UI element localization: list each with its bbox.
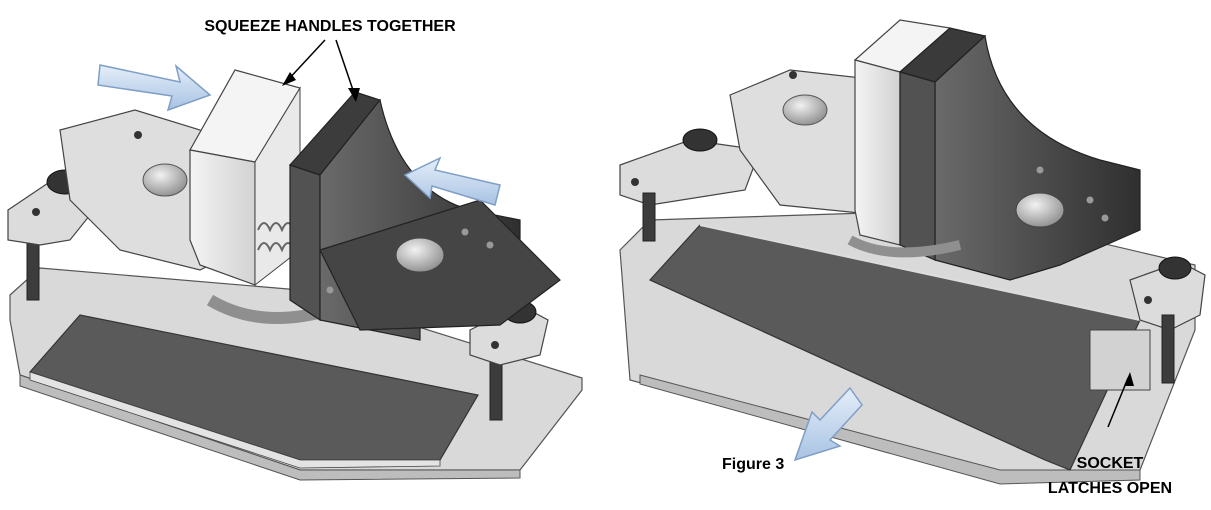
right-latch-knob-left (682, 128, 718, 152)
left-arrow-push-left (403, 156, 501, 206)
right-dark-handle-curve (934, 34, 1141, 281)
left-post-front-left (26, 237, 40, 301)
right-latch-hole-left (631, 178, 639, 186)
right-base-frame-edge (639, 374, 1141, 485)
right-dark-plate (649, 224, 1141, 471)
left-dark-handle-front (289, 164, 321, 322)
right-latch-arm-left (619, 139, 761, 206)
left-dark-hole-1 (461, 228, 469, 236)
right-curved-guide (847, 235, 962, 258)
right-light-handle-front (854, 59, 901, 246)
right-plate-seam (699, 224, 1141, 321)
right-arrow-lift-down (793, 386, 863, 462)
left-dark-hole-3 (326, 286, 334, 294)
right-dark-handle-front (899, 71, 936, 261)
left-light-hole (134, 131, 142, 139)
socket-leader-line (1107, 377, 1129, 428)
left-latch-hole-right (491, 341, 499, 349)
right-post-right (1161, 314, 1175, 384)
squeeze-leader-left (285, 39, 326, 83)
left-dark-hole-2 (486, 241, 494, 249)
left-assembly (7, 69, 583, 481)
figure-caption: Figure 3 (722, 456, 784, 473)
left-base-frame-edge (19, 374, 521, 481)
squeeze-handles-label: SQUEEZE HANDLES TOGETHER (204, 18, 456, 35)
socket-leader-arrowhead (1124, 372, 1134, 386)
spring-icon (257, 222, 295, 253)
right-light-hole (789, 71, 797, 79)
right-socket-latch (1089, 329, 1151, 391)
right-dark-hole-2 (1086, 196, 1094, 204)
squeeze-leader-left-arrowhead (282, 72, 296, 86)
left-dark-screw (395, 237, 445, 273)
socket-label-line1: SOCKET (1077, 455, 1144, 472)
right-latch-hole-right (1144, 296, 1152, 304)
left-light-handle-front (189, 149, 256, 286)
left-arrow-push-right (97, 63, 212, 112)
left-dark-plate-rim (29, 371, 441, 469)
left-latch-hole (32, 208, 40, 216)
right-latch-knob-right (1158, 256, 1192, 280)
right-post-left (642, 192, 656, 242)
right-assembly (619, 19, 1206, 485)
squeeze-leader-right (335, 39, 356, 97)
socket-label-line2: LATCHES OPEN (1048, 480, 1172, 497)
right-dark-hole-1 (1036, 166, 1044, 174)
right-dark-hole-3 (1101, 214, 1109, 222)
left-light-screw (142, 163, 188, 197)
right-dark-screw (1015, 192, 1065, 228)
right-light-screw (782, 94, 828, 126)
squeeze-leader-right-arrowhead (348, 88, 360, 102)
